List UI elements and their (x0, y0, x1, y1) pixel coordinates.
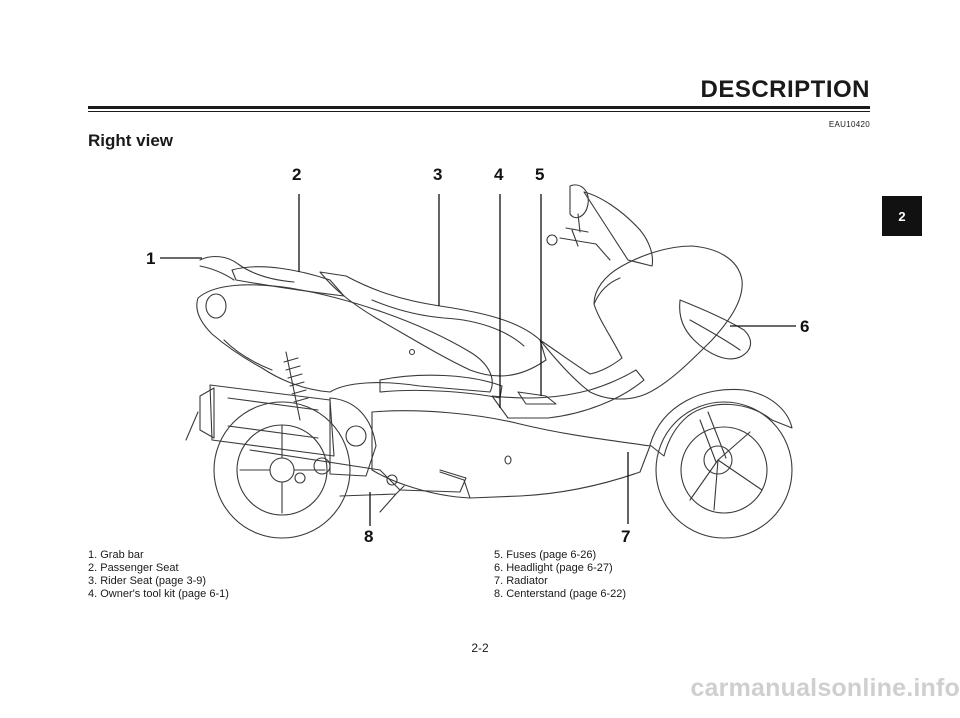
legend-item: 8. Centerstand (page 6-22) (494, 588, 627, 600)
muffler (209, 384, 335, 457)
rear-wheel (213, 401, 351, 539)
header-rule-thin (88, 111, 870, 112)
callout-7: 7 (621, 527, 630, 546)
callout-3: 3 (433, 165, 442, 184)
chapter-tab[interactable]: 2 (882, 196, 922, 236)
windshield (583, 191, 654, 267)
legend-item: 4. Owner's tool kit (page 6-1) (88, 588, 229, 600)
headlight (679, 299, 752, 360)
legend-left: 1. Grab bar 2. Passenger Seat 3. Rider S… (88, 549, 229, 601)
callout-8: 8 (364, 527, 373, 546)
section-title: Right view (88, 131, 174, 150)
callout-6: 6 (800, 317, 809, 336)
legend-item: 7. Radiator (494, 575, 548, 587)
header-rule-thick (88, 106, 870, 109)
legend-item: 3. Rider Seat (page 3-9) (88, 575, 207, 587)
legend-right: 5. Fuses (page 6-26) 6. Headlight (page … (494, 549, 626, 601)
callout-2: 2 (292, 165, 301, 184)
grab-bar (199, 255, 295, 283)
legend-item: 5. Fuses (page 6-26) (494, 549, 597, 561)
callout-5: 5 (535, 165, 544, 184)
page-title: DESCRIPTION (700, 76, 870, 103)
callout-1: 1 (146, 249, 155, 268)
watermark: carmanualsonline.info (690, 674, 960, 702)
legend-item: 6. Headlight (page 6-27) (494, 562, 613, 574)
front-body (539, 245, 743, 400)
page-number: 2-2 (471, 641, 489, 655)
front-wheel (655, 401, 793, 539)
rider-seat (319, 271, 547, 377)
callout-4: 4 (494, 165, 504, 184)
legend-item: 1. Grab bar (88, 549, 144, 561)
mirror (569, 184, 589, 219)
legend-item: 2. Passenger Seat (88, 562, 179, 574)
document-code: EAU10420 (828, 120, 870, 129)
